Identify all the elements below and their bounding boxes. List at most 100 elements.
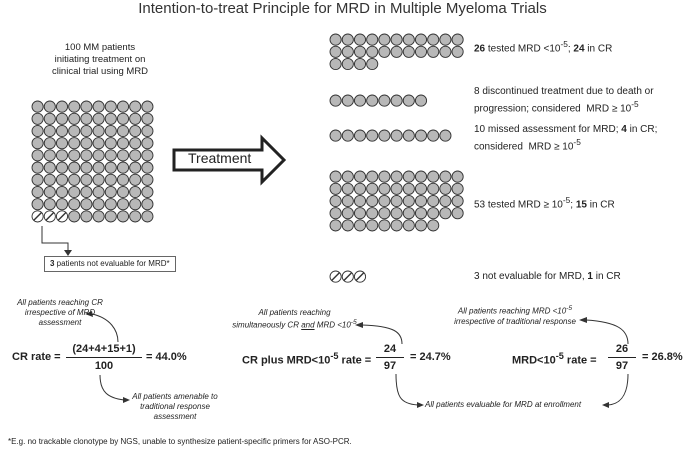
patient-circle	[104, 173, 117, 186]
patient-circle	[451, 45, 464, 58]
patient-circle	[427, 182, 440, 195]
not-evaluable-count: 3	[50, 259, 55, 268]
patient-circle	[141, 161, 154, 174]
mrd-note-top-arrow	[585, 319, 629, 345]
patient-circle	[129, 161, 142, 174]
patient-circle	[329, 45, 342, 58]
patient-circle	[390, 170, 403, 183]
patient-circle	[378, 129, 391, 142]
patient-circle	[341, 207, 354, 220]
patient-circle	[341, 194, 354, 208]
group-desc-mrd-positive: 53 tested MRD ≥ 10-5; 15 in CR	[474, 195, 615, 211]
cr-rate-numerator: (24+4+15+1)	[72, 343, 136, 355]
cr-mrd-rate-numerator: 24	[383, 343, 397, 355]
patient-circle	[451, 33, 464, 46]
patient-circle	[129, 137, 142, 150]
patient-circle	[341, 129, 354, 142]
patient-circle	[141, 149, 154, 162]
cr-note-bottom-line-2: traditional response	[140, 402, 210, 411]
patient-circle	[43, 124, 56, 138]
patient-circle	[92, 100, 105, 113]
patient-circle	[414, 182, 428, 195]
patient-circle	[116, 198, 130, 211]
patient-circle	[104, 198, 117, 211]
patient-circle	[402, 182, 415, 195]
patient-circle	[341, 33, 354, 46]
patient-circle	[92, 173, 105, 186]
group-grid-mrd-negative	[329, 33, 464, 71]
treatment-arrow	[172, 134, 287, 186]
patient-circle	[43, 185, 56, 199]
patient-circle	[43, 149, 56, 162]
cr-mrd-note-bottom-arrow	[395, 373, 419, 406]
patient-circle	[104, 100, 117, 113]
patient-circle	[402, 33, 415, 46]
patient-circle	[55, 112, 69, 125]
patient-circle	[341, 170, 354, 183]
treatment-label: Treatment	[188, 150, 252, 166]
left-caption: 100 MM patients initiating treatment on …	[40, 42, 160, 78]
patient-circle	[104, 137, 117, 150]
patient-circle	[353, 45, 367, 58]
patient-circle	[366, 33, 379, 46]
patient-circle	[43, 173, 56, 186]
patient-circle	[378, 45, 391, 58]
group-grid-discontinued	[329, 94, 428, 107]
patient-circle	[439, 33, 452, 46]
patient-circle	[366, 182, 379, 195]
cr-rate-fraction-bar	[66, 357, 142, 358]
patient-circle	[141, 198, 154, 211]
patient-circle	[402, 45, 415, 58]
patient-circle	[116, 124, 130, 138]
patient-circle	[451, 194, 464, 208]
patient-circle	[55, 124, 69, 138]
patient-circle	[353, 94, 367, 107]
hatch-mark	[343, 272, 353, 282]
patient-circle	[402, 194, 415, 208]
patient-circle	[329, 207, 342, 220]
patient-circle	[116, 185, 130, 199]
patient-circle	[378, 94, 391, 107]
patient-circle	[329, 170, 342, 183]
mrd-rate-numerator: 26	[615, 343, 629, 355]
patient-circle	[439, 45, 452, 58]
cr-rate-label: CR rate =	[12, 351, 61, 363]
patient-circle	[31, 112, 44, 125]
patient-circle	[68, 137, 81, 150]
patient-circle	[68, 173, 81, 186]
mrd-rate-fraction-bar	[608, 357, 636, 358]
patient-circle	[116, 137, 130, 150]
patient-circle	[55, 100, 69, 113]
patient-circle	[451, 182, 464, 195]
patient-circle	[68, 112, 81, 125]
patient-circle	[141, 210, 154, 223]
patient-circle	[414, 45, 428, 58]
cr-mrd-rate-fraction: 24 97	[376, 342, 404, 373]
left-caption-line-2: initiating treatment on	[54, 54, 146, 65]
patient-circle	[329, 94, 342, 107]
patient-circle	[43, 161, 56, 174]
patient-circle	[366, 129, 379, 142]
group-grid-mrd-positive	[329, 170, 464, 232]
patient-circle	[353, 207, 367, 220]
patient-circle	[414, 219, 428, 232]
patient-circle	[80, 149, 93, 162]
patient-circle	[31, 173, 44, 186]
patient-circle	[116, 210, 130, 223]
patient-circle	[129, 173, 142, 186]
patient-circle	[353, 57, 367, 71]
patient-circle	[329, 219, 342, 232]
mrd-rate-label: MRD<10-5 rate =	[512, 351, 597, 367]
patient-circle	[141, 100, 154, 113]
patient-circle	[390, 129, 403, 142]
patient-circle	[366, 219, 379, 232]
patient-circle	[80, 124, 93, 138]
patient-circle	[427, 207, 440, 220]
patient-circle	[341, 94, 354, 107]
patient-circle	[329, 194, 342, 208]
patient-circle	[104, 185, 117, 199]
patient-circle	[353, 33, 367, 46]
hatch-mark	[33, 211, 43, 221]
patient-circle	[329, 182, 342, 195]
